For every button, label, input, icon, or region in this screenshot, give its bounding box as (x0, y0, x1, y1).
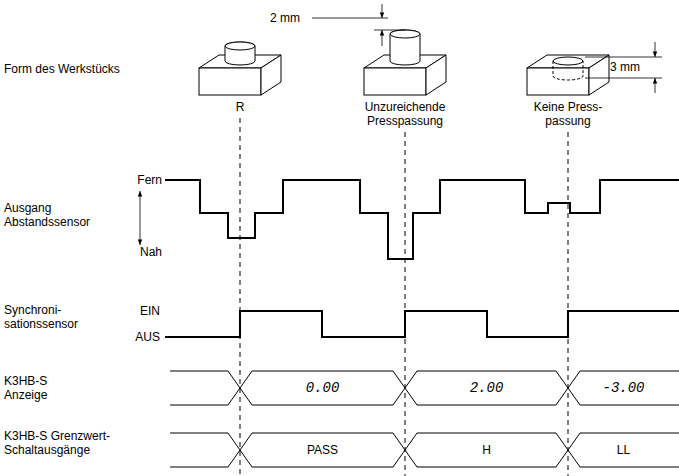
level-label: EIN (100, 304, 160, 318)
bus-segment: 2.00 (405, 371, 568, 405)
level-label: AUS (100, 330, 160, 344)
level-label: Nah (100, 245, 162, 259)
sync-signal (165, 311, 679, 337)
part-label: R (230, 100, 250, 114)
bus-outline-path (568, 371, 679, 405)
bus-segment: -3.00 (568, 371, 679, 405)
dimension-lines (140, 4, 662, 245)
dimension: 3 mm (610, 60, 650, 74)
bus-outline-path (405, 433, 568, 467)
row-label: Synchroni- sationssensor (4, 303, 100, 331)
part-label: Keine Press- passung (526, 100, 610, 128)
bus-segment: LL (568, 433, 679, 467)
bus-outline-path (240, 371, 405, 405)
bus-segment: 0.00 (240, 371, 405, 405)
bus-outline-path (568, 433, 679, 467)
distance-signal (165, 180, 679, 259)
dimension: 2 mm (270, 11, 310, 25)
row-label: Form des Werkstücks (4, 62, 134, 76)
workpiece-3 (527, 55, 609, 95)
bus-segment: PASS (240, 433, 405, 467)
bus-segment: H (405, 433, 568, 467)
row-label: Ausgang Abstandssensor (4, 201, 114, 229)
workpiece-2 (364, 30, 446, 95)
bus-value: -3.00 (602, 380, 644, 396)
display-bus-start (170, 371, 240, 405)
row-label: K3HB-S Anzeige (4, 374, 80, 402)
bus-outline-path (405, 371, 568, 405)
bus-value: 0.00 (306, 380, 340, 396)
level-label: Fern (100, 173, 162, 187)
bus-value: H (482, 443, 491, 457)
output-bus-start (170, 433, 240, 467)
sync-dashed-lines (240, 118, 568, 476)
part-label: Unzureichende Presspassung (353, 100, 457, 128)
bus-value: 2.00 (470, 380, 504, 396)
bus-value: LL (617, 443, 630, 457)
row-label: K3HB-S Grenzwert- Schaltausgänge (4, 429, 112, 457)
workpiece-1 (199, 42, 281, 95)
bus-outline-path (240, 433, 405, 467)
bus-value: PASS (307, 443, 338, 457)
